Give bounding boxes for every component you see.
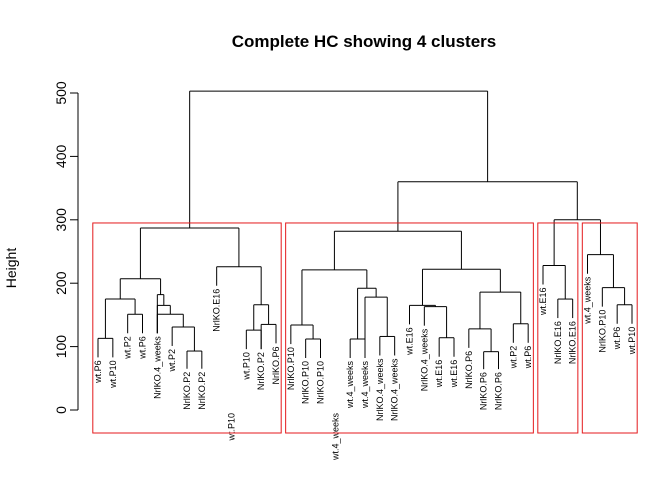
y-axis: 0 100 200 300 400 500: [53, 81, 79, 414]
leaf-label: NrlKO.P2: [197, 372, 207, 410]
leaf-label: NrlKO.P6: [271, 346, 281, 384]
cluster-box: [537, 222, 579, 434]
leaf-label: wt.P2: [167, 349, 177, 373]
leaf-label: wt.P6: [138, 336, 148, 360]
y-tick-label: 300: [53, 208, 69, 232]
y-tick-label: 0: [53, 406, 69, 414]
leaf-label: NrlKO.P6: [464, 351, 474, 389]
leaf-label: NrlKO.E16: [568, 321, 578, 364]
leaf-label: NrlKO.P2: [182, 372, 192, 410]
leaf-label: wt.E16: [538, 287, 548, 316]
y-tick-label: 400: [53, 145, 69, 169]
leaf-label: NrlKO.P10: [597, 310, 607, 353]
leaf-label: NrlKO.P10: [316, 361, 326, 404]
leaf-label: NrlKO.4_weeks: [152, 336, 162, 399]
leaf-label: NrlKO.4_weeks: [390, 358, 400, 421]
leaf-label: wt.4_weeks: [345, 361, 355, 410]
leaf-label: wt.P6: [612, 327, 622, 351]
leaf-label: NrlKO.E16: [212, 289, 222, 332]
leaf-label: wt.P10: [108, 360, 118, 389]
y-tick-label: 500: [53, 81, 69, 105]
leaf-label: wt.P2: [508, 346, 518, 370]
leaf-label: NrlKO.4_weeks: [419, 328, 429, 391]
leaf-label: wt.P10: [227, 413, 237, 442]
leaf-label: wt.P6: [93, 360, 103, 384]
leaf-label: NrlKO.P6: [479, 372, 489, 410]
leaf-label: wt.E16: [434, 360, 444, 389]
leaf-label: wt.P6: [523, 346, 533, 370]
leaf-label: wt.P10: [241, 352, 251, 381]
leaf-label: wt.E16: [449, 360, 459, 389]
leaf-label: wt.4_weeks: [360, 361, 370, 410]
leaf-label: NrlKO.P6: [494, 372, 504, 410]
leaf-label: wt.P10: [627, 327, 637, 356]
leaf-label: wt.E16: [405, 327, 415, 356]
leaf-label: wt.4_weeks: [583, 276, 593, 325]
cluster-box: [285, 222, 534, 434]
cluster-box: [92, 222, 282, 434]
leaf-label: wt.P2: [123, 336, 133, 360]
leaf-label: NrlKO.E16: [553, 321, 563, 364]
y-axis-label: Height: [3, 248, 19, 289]
cluster-boxes: [92, 222, 638, 434]
chart-title: Complete HC showing 4 clusters: [232, 32, 497, 51]
leaf-label: NrlKO.P10: [286, 347, 296, 390]
leaf-label: NrlKO.P10: [301, 361, 311, 404]
leaf-label: wt.4_weeks: [330, 413, 340, 462]
cluster-box: [581, 222, 638, 434]
y-tick-label: 200: [53, 271, 69, 295]
leaf-label: NrlKO.P2: [256, 352, 266, 390]
y-tick-label: 100: [53, 335, 69, 359]
leaf-label: NrlKO.4_weeks: [375, 358, 385, 421]
dendrogram-branches: [97, 90, 633, 370]
